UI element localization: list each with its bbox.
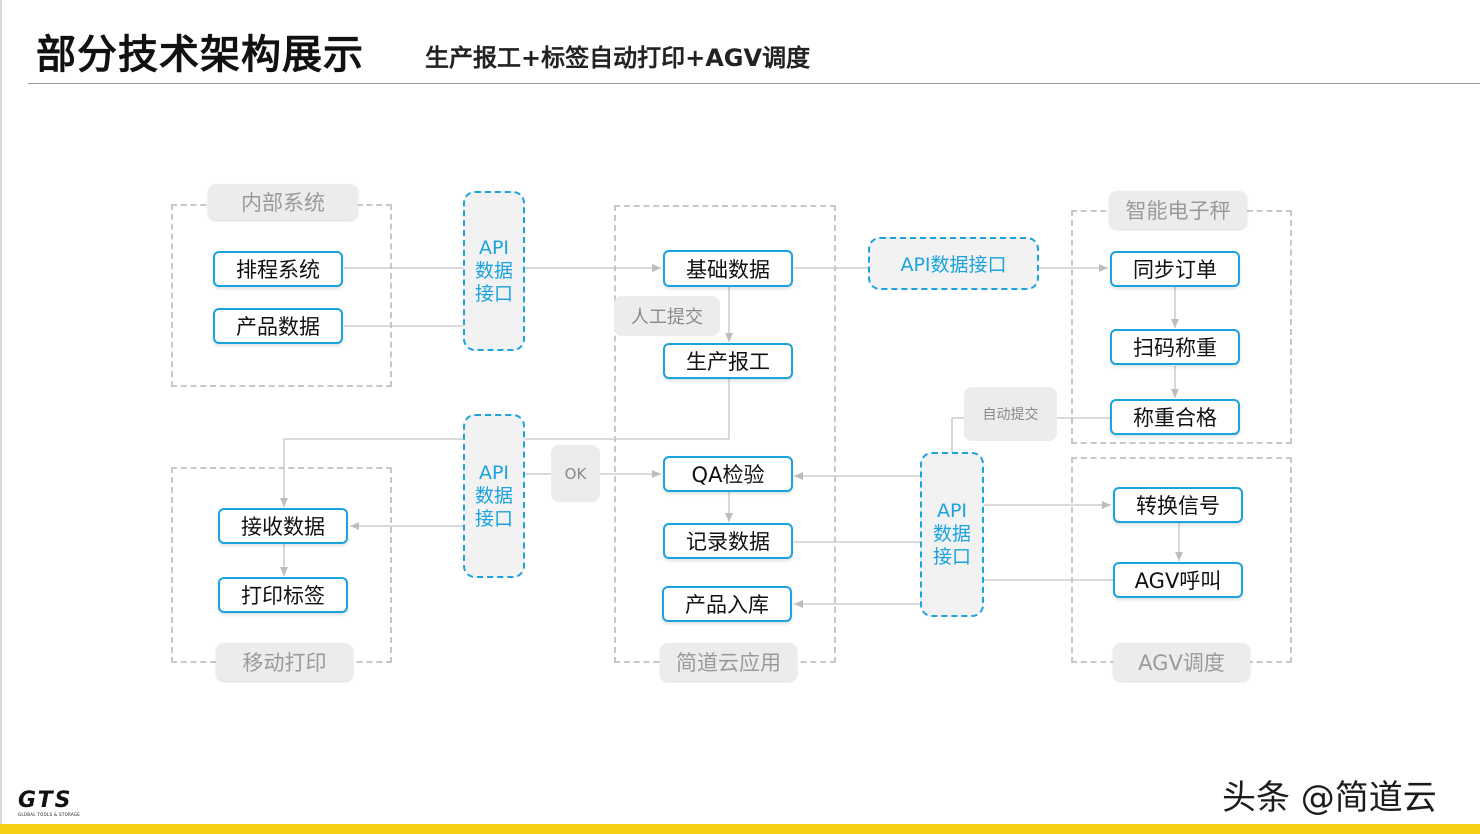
- node-schedule-system: 排程系统: [213, 251, 343, 287]
- group-label-smart-scale: 智能电子秤: [1109, 191, 1247, 229]
- api-interface-3: API数据接口: [920, 452, 984, 617]
- group-label-internal: 内部系统: [208, 184, 358, 220]
- gts-logo: GTS: [18, 788, 73, 813]
- watermark-text: 头条 @简道云: [1222, 778, 1437, 818]
- node-print-label: 打印标签: [218, 577, 348, 613]
- tag-auto-submit: 自动提交: [964, 387, 1057, 441]
- api-interface-horizontal: API数据接口: [868, 237, 1039, 290]
- node-production-report: 生产报工: [663, 343, 793, 379]
- node-agv-call: AGV呼叫: [1113, 562, 1243, 598]
- node-product-data: 产品数据: [213, 308, 343, 344]
- tag-manual-submit: 人工提交: [614, 296, 720, 336]
- line-pass-to-api3: [951, 417, 1110, 452]
- node-product-storage: 产品入库: [662, 586, 792, 622]
- node-qa-inspection: QA检验: [663, 456, 793, 492]
- group-label-mobile-print: 移动打印: [216, 643, 353, 681]
- node-record-data: 记录数据: [663, 523, 793, 559]
- api-interface-2: API数据接口: [463, 414, 525, 578]
- api-interface-1: API数据接口: [463, 191, 525, 351]
- footer-accent-bar: [0, 824, 1480, 834]
- tag-ok: OK: [551, 445, 600, 502]
- group-label-agv: AGV调度: [1113, 643, 1250, 681]
- node-sync-order: 同步订单: [1110, 251, 1240, 287]
- gts-logo-subtext: GLOBAL TOOLS & STORAGE: [18, 812, 81, 817]
- node-receive-data: 接收数据: [218, 508, 348, 544]
- node-scan-weigh: 扫码称重: [1110, 329, 1240, 365]
- node-weigh-pass: 称重合格: [1110, 399, 1240, 435]
- node-base-data: 基础数据: [663, 250, 793, 287]
- group-label-jiandao-app: 简道云应用: [660, 643, 797, 681]
- page-title: 部分技术架构展示: [36, 32, 364, 78]
- node-convert-signal: 转换信号: [1113, 487, 1243, 523]
- title-divider: [28, 83, 1480, 84]
- left-edge-rule: [0, 0, 2, 834]
- page-subtitle: 生产报工+标签自动打印+AGV调度: [425, 44, 811, 72]
